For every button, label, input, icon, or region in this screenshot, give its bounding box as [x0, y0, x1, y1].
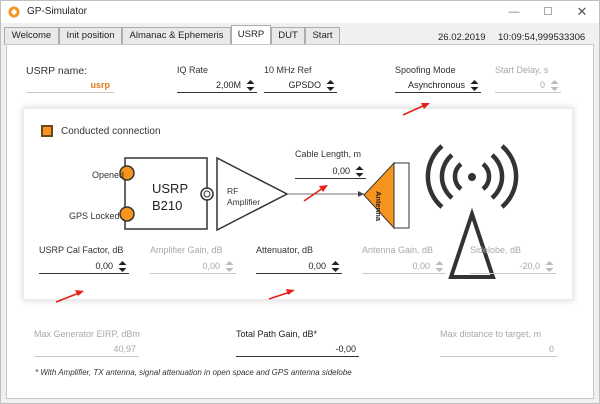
amplifier-icon — [216, 156, 289, 232]
eirp-value: 40,97 — [113, 344, 136, 354]
amp-gain-stepper[interactable]: 0,00 — [150, 259, 236, 274]
iq-rate-value: 2,00M — [215, 80, 241, 90]
max-distance-value: 0 — [548, 344, 554, 354]
start-delay-value: 0 — [539, 80, 545, 90]
antenna-label-box — [393, 162, 410, 229]
ref-select[interactable]: GPSDO — [264, 78, 337, 93]
tab-label: USRP — [237, 29, 265, 40]
antenna-gain-label: Antenna Gain, dB — [362, 245, 434, 255]
opened-led-icon — [119, 165, 135, 181]
usrp-cal-value: 0,00 — [95, 261, 113, 271]
tab-init-position[interactable]: Init position — [59, 27, 122, 45]
usrp-model-line1: USRP — [152, 181, 189, 196]
usrp-box — [124, 157, 208, 230]
gps-locked-led-icon — [119, 206, 135, 222]
usrp-tab-content: USRP name: usrp IQ Rate 2,00M 10 MHz Ref… — [6, 44, 594, 399]
amplifier-label-line1: RF — [227, 186, 239, 196]
maximize-button[interactable] — [531, 1, 565, 23]
tab-label: Almanac & Ephemeris — [129, 30, 224, 41]
antenna-label: Antenna — [374, 191, 383, 221]
tab-start[interactable]: Start — [305, 27, 340, 45]
tab-almanac-ephemeris[interactable]: Almanac & Ephemeris — [122, 27, 231, 45]
amp-gain-label: Amplifier Gain, dB — [150, 245, 223, 255]
ref-label: 10 MHz Ref — [264, 65, 312, 75]
start-delay-stepper[interactable]: 0 — [495, 78, 561, 93]
usrp-name-field[interactable]: usrp — [26, 78, 114, 93]
conducted-connection-label: Conducted connection — [61, 126, 161, 137]
ref-value: GPSDO — [288, 80, 321, 90]
antenna-gain-value: 0,00 — [412, 261, 430, 271]
attenuator-stepper[interactable]: 0,00 — [256, 259, 342, 274]
total-path-gain-value: -0,00 — [335, 344, 356, 354]
spin-arrows-icon[interactable] — [470, 80, 479, 91]
iq-rate-label: IQ Rate — [177, 65, 209, 75]
tab-label: DUT — [278, 30, 298, 41]
title-bar: GP-Simulator — ✕ — [1, 1, 599, 23]
tab-bar: Welcome Init position Almanac & Ephemeri… — [1, 23, 599, 45]
spin-arrows-icon[interactable] — [225, 261, 234, 272]
tab-label: Welcome — [11, 30, 52, 41]
spin-arrows-icon[interactable] — [331, 261, 340, 272]
usrp-name-label: USRP name: — [26, 65, 88, 77]
eirp-label: Max Generator EIRP, dBm — [34, 329, 140, 339]
signal-chain-panel: Conducted connection — [24, 109, 572, 299]
tab-dut[interactable]: DUT — [271, 27, 305, 45]
max-distance-field: 0 — [440, 342, 557, 357]
cable-length-value: 0,00 — [332, 166, 350, 176]
sidelobe-value: -20,0 — [519, 261, 540, 271]
broadcast-tower-icon — [425, 144, 519, 279]
tab-label: Start — [312, 30, 333, 41]
spin-arrows-icon[interactable] — [550, 80, 559, 91]
close-icon: ✕ — [576, 4, 588, 19]
window-title: GP-Simulator — [27, 6, 88, 17]
usrp-name-value: usrp — [90, 80, 110, 90]
sidelobe-stepper[interactable]: -20,0 — [470, 259, 556, 274]
time-display: 10:09:54,999533306 — [498, 32, 586, 43]
amp-gain-value: 0,00 — [202, 261, 220, 271]
signal-chain-diagram — [119, 144, 519, 279]
spoofing-mode-label: Spoofing Mode — [395, 65, 456, 75]
conducted-connection-checkbox[interactable] — [41, 125, 53, 137]
usrp-cal-label: USRP Cal Factor, dB — [39, 245, 124, 255]
spoofing-mode-value: Asynchronous — [407, 80, 465, 90]
cable-arrow-icon — [358, 191, 364, 197]
usrp-cal-stepper[interactable]: 0,00 — [39, 259, 129, 274]
gps-locked-label: GPS Locked — [69, 211, 120, 221]
max-distance-label: Max distance to target, m — [440, 329, 542, 339]
antenna-gain-stepper[interactable]: 0,00 — [362, 259, 446, 274]
cable-length-label: Cable Length, m — [295, 149, 362, 159]
attenuator-label: Attenuator, dB — [256, 245, 314, 255]
eirp-field: 40,97 — [34, 342, 139, 357]
maximize-icon — [544, 7, 552, 15]
total-path-gain-label: Total Path Gain, dB* — [236, 329, 318, 339]
close-button[interactable]: ✕ — [565, 1, 599, 23]
spoofing-mode-select[interactable]: Asynchronous — [395, 78, 481, 93]
app-logo-icon — [8, 6, 20, 18]
usrp-model-line2: B210 — [152, 198, 183, 213]
sidelobe-label: Sidelobe, dB — [470, 245, 522, 255]
spin-arrows-icon[interactable] — [435, 261, 444, 272]
footnote: * With Amplifier, TX antenna, signal att… — [35, 368, 352, 377]
minimize-icon: — — [508, 6, 520, 18]
cable-length-stepper[interactable]: 0,00 — [295, 164, 366, 179]
spin-arrows-icon[interactable] — [246, 80, 255, 91]
minimize-button[interactable]: — — [497, 1, 531, 23]
spin-arrows-icon[interactable] — [326, 80, 335, 91]
usrp-port-inner-icon — [203, 190, 211, 198]
tower-center-icon — [468, 173, 476, 181]
iq-rate-stepper[interactable]: 2,00M — [177, 78, 257, 93]
tab-usrp[interactable]: USRP — [231, 25, 271, 45]
date-display: 26.02.2019 — [438, 32, 486, 43]
start-delay-label: Start Delay, s — [495, 65, 549, 75]
opened-label: Opened — [92, 170, 125, 180]
tab-label: Init position — [66, 30, 115, 41]
attenuator-value: 0,00 — [308, 261, 326, 271]
spin-arrows-icon[interactable] — [545, 261, 554, 272]
amplifier-label-line2: Amplifier — [227, 197, 261, 207]
spin-arrows-icon[interactable] — [355, 166, 364, 177]
total-path-gain-field: -0,00 — [236, 342, 359, 357]
tab-welcome[interactable]: Welcome — [4, 27, 59, 45]
spin-arrows-icon[interactable] — [118, 261, 127, 272]
